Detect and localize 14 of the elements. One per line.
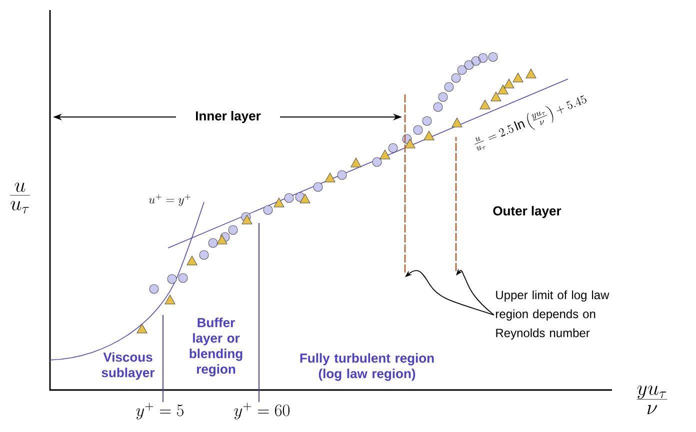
dashed-limit-line <box>455 136 457 272</box>
equation-label: $y^+ = 60$ <box>234 402 290 420</box>
equation-label: $y^+ = 5$ <box>136 402 184 420</box>
region-label: Fully turbulent region (log law region) <box>300 353 434 381</box>
dashed-limit-line <box>404 92 406 274</box>
section-label: Outer layer <box>493 206 562 218</box>
axis-label: $\frac{y u_\tau}{\nu}$ <box>636 386 668 414</box>
region-label: Buffer layer or blending region <box>190 318 242 376</box>
region-label: Viscous sublayer <box>102 352 155 380</box>
axis-label: $\frac{u}{u_\tau}$ <box>10 182 30 214</box>
note-text: Upper limit of log law region depends on Reynolds number <box>496 290 610 340</box>
equation-label: $\frac{u}{u_\tau} = 2.5\ln\left(\frac{y u_\tau}{\nu}\right) + 5.45$ <box>474 94 586 150</box>
equation-label: $u^+ = y^+$ <box>148 194 190 206</box>
section-label: Inner layer <box>194 110 262 124</box>
